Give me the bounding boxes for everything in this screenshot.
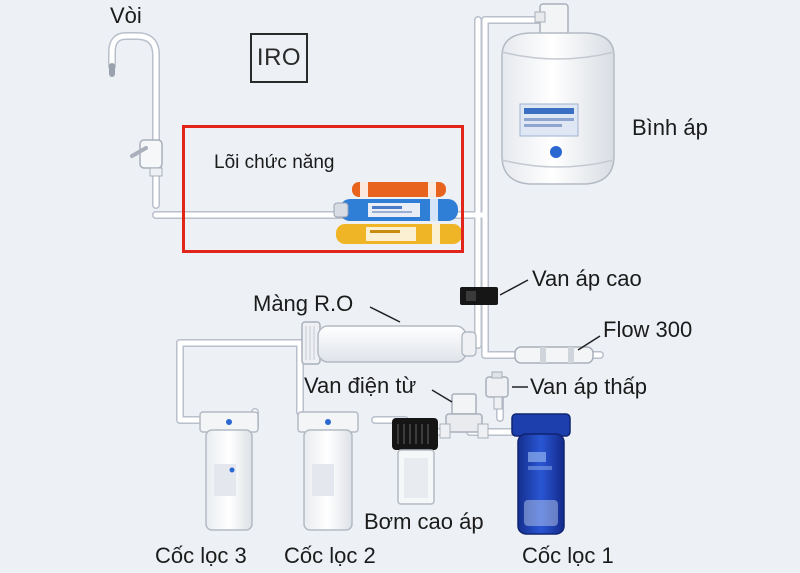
function-cores-highlight xyxy=(182,125,464,253)
ro-membrane-pointer xyxy=(369,306,401,323)
booster-pump-icon xyxy=(392,418,438,505)
high-pressure-valve-icon xyxy=(460,287,498,305)
label-filter-cup-2: Cốc lọc 2 xyxy=(284,543,376,568)
high-pressure-valve-pointer xyxy=(499,279,529,296)
label-booster-pump: Bơm cao áp xyxy=(364,509,484,534)
label-low-pressure-valve: Van áp thấp xyxy=(530,374,648,399)
ro-membrane-icon xyxy=(301,321,477,365)
label-pressure-tank: Bình áp xyxy=(632,115,708,140)
flow-pointer xyxy=(577,335,601,351)
brand-logo: IRO xyxy=(250,33,308,83)
filter-cup-2-icon xyxy=(297,411,359,531)
filter-cup-3-icon xyxy=(199,411,259,531)
filter-cup-1-icon xyxy=(511,413,571,535)
faucet-icon xyxy=(109,63,163,177)
label-filter-cup-3: Cốc lọc 3 xyxy=(155,543,247,568)
label-filter-cup-1: Cốc lọc 1 xyxy=(522,543,614,568)
flow-restrictor-icon xyxy=(514,346,594,364)
solenoid-valve-pointer xyxy=(431,389,453,403)
label-faucet: Vòi xyxy=(110,3,142,28)
label-ro-membrane: Màng R.O xyxy=(253,291,354,316)
pressure-tank-icon xyxy=(501,3,615,185)
label-solenoid-valve: Van điện từ xyxy=(304,373,417,398)
solenoid-valve-icon xyxy=(439,393,489,439)
label-flow: Flow 300 xyxy=(603,317,693,342)
label-high-pressure-valve: Van áp cao xyxy=(532,266,642,291)
low-pressure-valve-icon xyxy=(485,371,509,410)
brand-logo-text: IRO xyxy=(256,44,302,71)
label-function-cores: Lõi chức năng xyxy=(214,152,335,173)
function-cores-icon xyxy=(333,182,462,244)
